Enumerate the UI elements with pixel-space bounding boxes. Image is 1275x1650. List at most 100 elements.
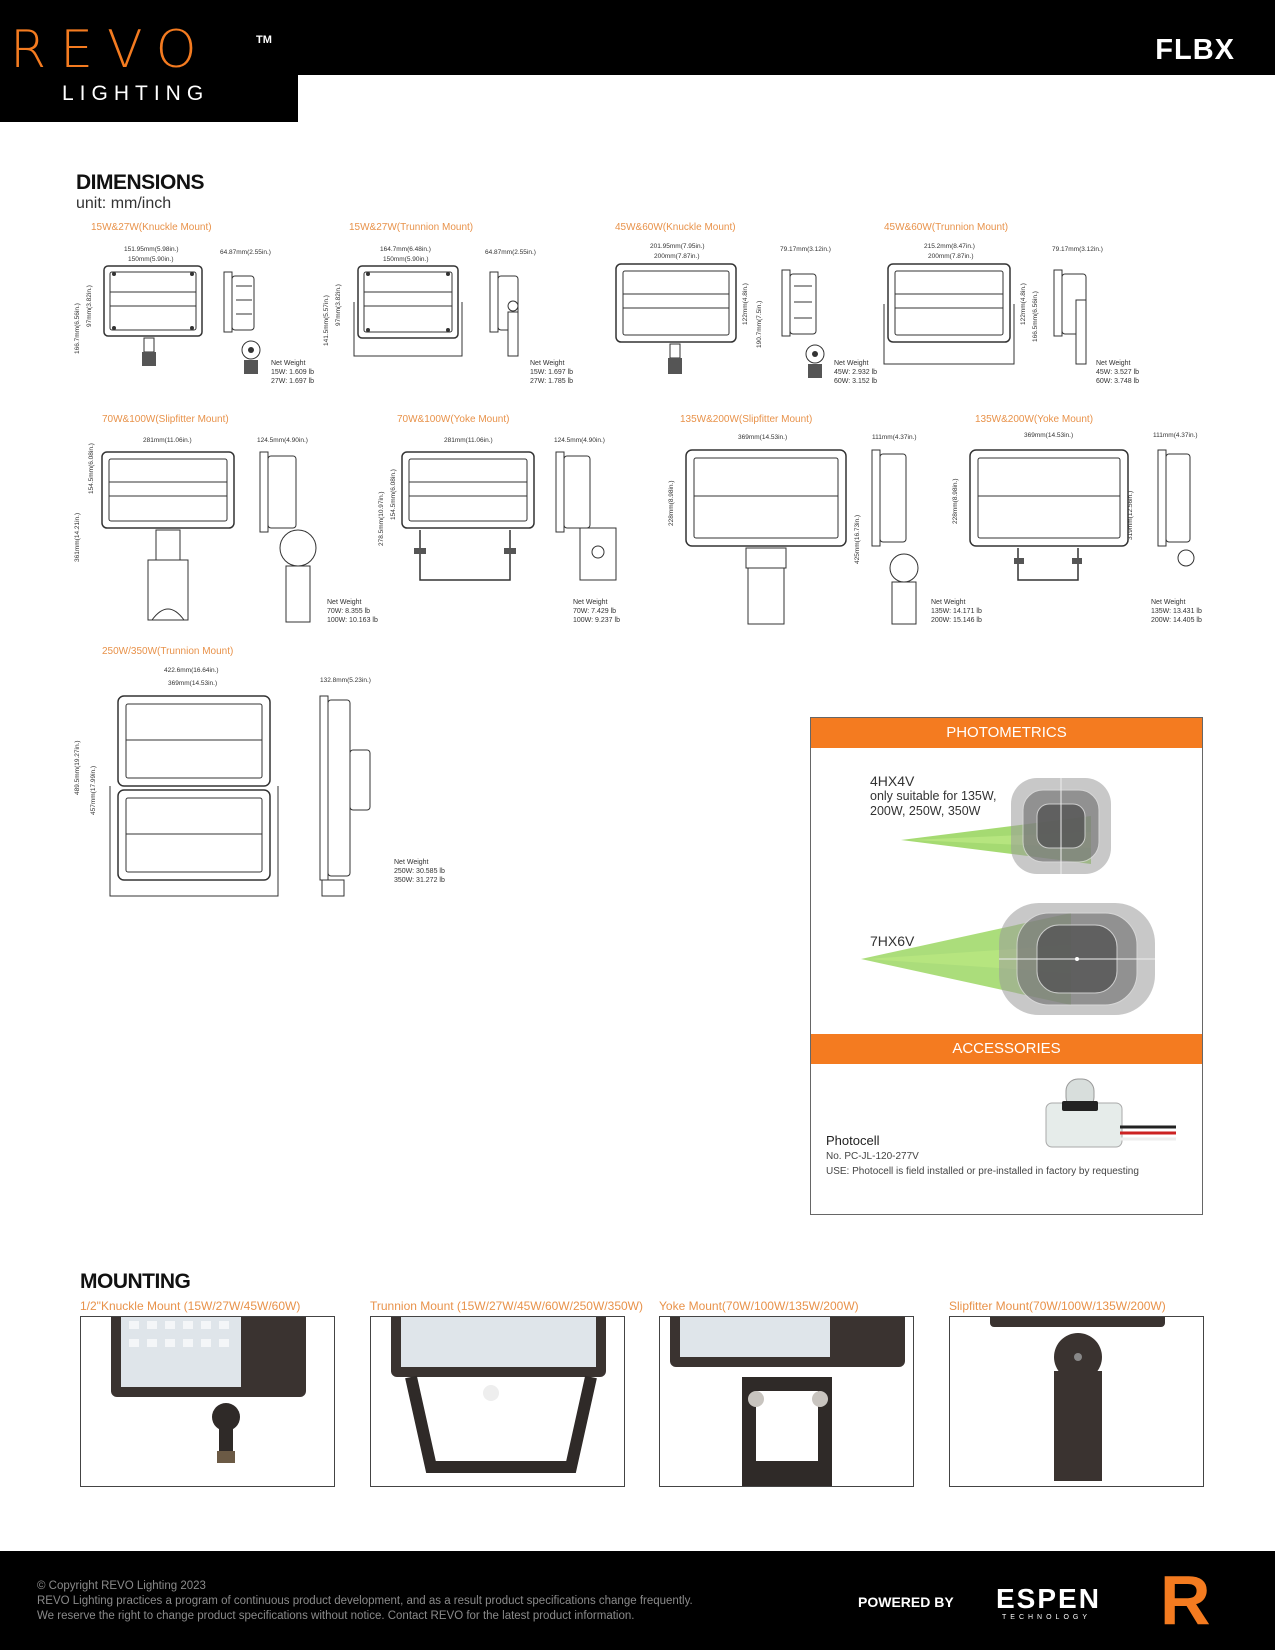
- net-weight: Net Weight 45W: 3.527 lb 60W: 3.748 lb: [1096, 359, 1139, 386]
- drawing-slipfitter-large: [685, 449, 919, 625]
- espen-subtitle: TECHNOLOGY: [1002, 1614, 1092, 1621]
- mount-label-trunnion: Trunnion Mount (15W/27W/45W/60W/250W/350…: [370, 1299, 643, 1313]
- net-weight-title: Net Weight: [1096, 360, 1131, 367]
- dim-side: 64.87mm(2.55in.): [220, 249, 271, 256]
- dim-side: 79.17mm(3.12in.): [1052, 246, 1103, 253]
- mount-label-yoke: Yoke Mount(70W/100W/135W/200W): [659, 1299, 859, 1313]
- net-weight-a: 250W: 30.585 lb: [394, 868, 445, 875]
- dim-width-top: 164.7mm(6.48in.): [380, 246, 431, 253]
- brand-logo: REVO TM LIGHTING: [0, 0, 298, 122]
- model-name: FLBX: [1155, 34, 1235, 66]
- photometrics-panel: PHOTOMETRICS 4HX4V only suitable for 135…: [810, 717, 1203, 1215]
- net-weight-b: 100W: 9.237 lb: [573, 617, 620, 624]
- dim-width-top: 201.95mm(7.95in.): [650, 243, 705, 250]
- net-weight: Net Weight 135W: 14.171 lb 200W: 15.146 …: [931, 598, 982, 625]
- net-weight: Net Weight 70W: 7.429 lb 100W: 9.237 lb: [573, 598, 620, 625]
- drawing-yoke-medium: [401, 451, 617, 581]
- net-weight-a: 15W: 1.697 lb: [530, 369, 574, 376]
- net-weight-b: 27W: 1.697 lb: [271, 378, 315, 385]
- net-weight-b: 200W: 14.405 lb: [1151, 617, 1202, 624]
- dim-width-inner: 150mm(5.90in.): [383, 256, 429, 263]
- photometric-note: only suitable for 135W, 200W, 250W, 350W: [870, 789, 997, 818]
- dim-width-top: 281mm(11.06in.): [444, 437, 493, 444]
- dim-side: 132.8mm(5.23in.): [320, 677, 371, 684]
- dim-cell-label: 45W&60W(Trunnion Mount): [884, 222, 1009, 233]
- dim-cell-label: 15W&27W(Trunnion Mount): [349, 222, 474, 233]
- powered-by: POWERED BY: [858, 1594, 954, 1610]
- net-weight-title: Net Weight: [271, 360, 306, 367]
- net-weight: Net Weight 15W: 1.609 lb 27W: 1.697 lb: [271, 359, 314, 386]
- dim-height-inner: 154.5mm(6.08in.): [390, 469, 397, 520]
- net-weight-b: 100W: 10.163 lb: [327, 617, 378, 624]
- dim-width-top: 369mm(14.53in.): [738, 434, 788, 441]
- net-weight-b: 60W: 3.748 lb: [1096, 378, 1140, 385]
- dim-side: 111mm(4.37in.): [872, 434, 917, 441]
- drawing-knuckle-small: [103, 265, 261, 374]
- net-weight-a: 45W: 3.527 lb: [1096, 369, 1140, 376]
- accessory-use: USE: Photocell is field installed or pre…: [826, 1166, 1139, 1177]
- net-weight-a: 70W: 8.355 lb: [327, 608, 371, 615]
- dim-width-inner: 200mm(7.87in.): [654, 253, 700, 260]
- dimensions-unit: unit: mm/inch: [76, 195, 172, 212]
- drawing-slipfitter-medium: [101, 451, 317, 623]
- net-weight-title: Net Weight: [834, 360, 869, 367]
- photometrics-title: PHOTOMETRICS: [811, 718, 1202, 748]
- net-weight-a: 15W: 1.609 lb: [271, 369, 315, 376]
- dim-height-outer: 489.5mm(19.27in.): [74, 740, 81, 795]
- copyright: © Copyright REVO Lighting 2023: [37, 1580, 206, 1592]
- net-weight-title: Net Weight: [327, 599, 362, 606]
- dim-width-top: 215.2mm(8.47in.): [924, 243, 975, 250]
- accessory-number: No. PC-JL-120-277V: [826, 1151, 919, 1162]
- net-weight-title: Net Weight: [1151, 599, 1186, 606]
- dim-width-inner: 369mm(14.53in.): [168, 680, 218, 687]
- net-weight-title: Net Weight: [573, 599, 608, 606]
- net-weight-a: 45W: 2.932 lb: [834, 369, 878, 376]
- mount-label-slipfitter: Slipfitter Mount(70W/100W/135W/200W): [949, 1299, 1166, 1313]
- photometric-name: 4HX4V: [870, 773, 915, 789]
- dim-cell-label: 45W&60W(Knuckle Mount): [615, 222, 736, 233]
- mount-photo-yoke: [659, 1316, 914, 1487]
- net-weight-a: 135W: 14.171 lb: [931, 608, 982, 615]
- drawing-trunnion-large: [883, 263, 1087, 365]
- net-weight-a: 135W: 13.431 lb: [1151, 608, 1202, 615]
- dim-width-inner: 150mm(5.90in.): [128, 256, 174, 263]
- mount-photo-slipfitter: [949, 1316, 1204, 1487]
- drawing-yoke-large: [969, 449, 1195, 581]
- dim-height-outer: 361mm(14.21in.): [74, 512, 81, 562]
- net-weight: Net Weight 15W: 1.697 lb 27W: 1.785 lb: [530, 359, 573, 386]
- net-weight-title: Net Weight: [530, 360, 565, 367]
- dim-height-outer: 278.5mm(10.97in.): [378, 491, 385, 546]
- dim-side: 79.17mm(3.12in.): [780, 246, 831, 253]
- dim-width-top: 422.6mm(16.64in.): [164, 667, 219, 674]
- beam-pattern-4hx4v: [901, 778, 1111, 874]
- net-weight-title: Net Weight: [931, 599, 966, 606]
- net-weight: Net Weight 135W: 13.431 lb 200W: 14.405 …: [1151, 598, 1202, 625]
- dim-side: 111mm(4.37in.): [1153, 432, 1198, 439]
- mount-photo-trunnion: [370, 1316, 625, 1487]
- dim-height-inner: 228mm(8.98in.): [668, 480, 675, 526]
- dim-side: 64.87mm(2.55in.): [485, 249, 536, 256]
- photometric-name: 7HX6V: [870, 933, 915, 949]
- dim-side: 124.5mm(4.90in.): [257, 437, 308, 444]
- dim-cell-label: 70W&100W(Slipfitter Mount): [102, 414, 229, 425]
- dim-height-inner: 97mm(3.82in.): [335, 284, 342, 326]
- dim-cell-label: 135W&200W(Yoke Mount): [975, 414, 1094, 425]
- net-weight-b: 350W: 31.272 lb: [394, 877, 445, 884]
- dim-width-top: 369mm(14.53in.): [1024, 432, 1074, 439]
- dim-height-outer: 141.5mm(5.57in.): [323, 295, 330, 346]
- net-weight: Net Weight 70W: 8.355 lb 100W: 10.163 lb: [327, 598, 378, 625]
- dim-width-inner: 200mm(7.87in.): [928, 253, 974, 260]
- logo-word: REVO: [10, 20, 211, 80]
- net-weight-b: 200W: 15.146 lb: [931, 617, 982, 624]
- footer-disclaimer-1: REVO Lighting practices a program of con…: [37, 1595, 693, 1607]
- dim-cell-label: 15W&27W(Knuckle Mount): [91, 222, 212, 233]
- photocell-image: [1045, 1078, 1176, 1148]
- net-weight-b: 27W: 1.785 lb: [530, 378, 574, 385]
- dimensions-title: DIMENSIONS: [76, 171, 205, 194]
- accessory-name: Photocell: [826, 1133, 880, 1148]
- accessories-title: ACCESSORIES: [811, 1034, 1202, 1064]
- dim-height-inner: 97mm(3.82in.): [86, 285, 93, 327]
- footer-disclaimer-2: We reserve the right to change product s…: [37, 1610, 635, 1622]
- espen-logo: ESPEN: [996, 1583, 1101, 1614]
- logo-trademark: TM: [256, 34, 272, 46]
